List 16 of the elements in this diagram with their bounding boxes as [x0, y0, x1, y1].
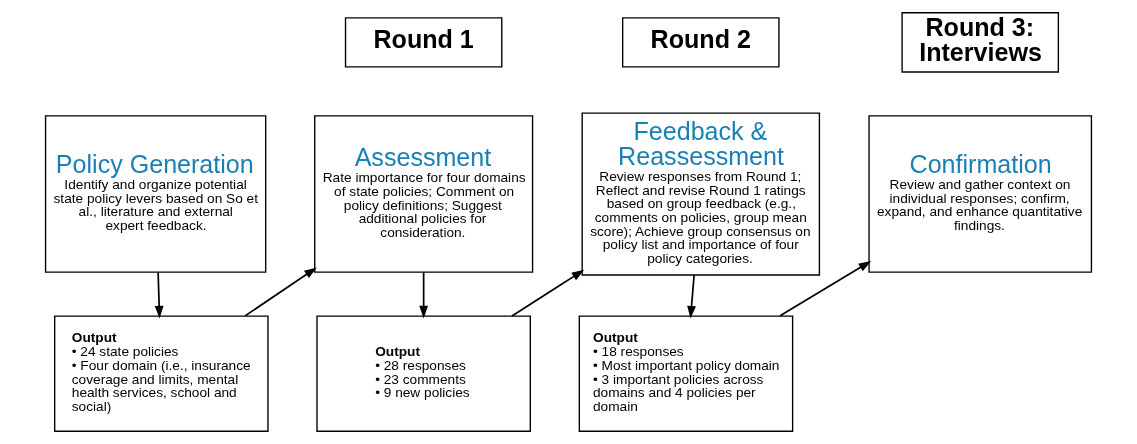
arrow [154, 271, 164, 319]
arrow [779, 260, 872, 317]
node-box: Output • 18 responses • Most important policy domain • 3 important policies across domains and 4 policies per domain [578, 315, 794, 432]
node-box: Round 2 [622, 17, 780, 68]
node-box: Policy Generation Identify and organize potential state policy levers based on So et al., literature and external expert feedback. [44, 115, 267, 273]
node-box: Output • 24 state policies • Four domain (i.e., insurance coverage and limits, mental health services, school and social) [54, 315, 269, 432]
arrow [687, 274, 696, 319]
arrow [244, 267, 317, 317]
node-box: Feedback & Reassessment Review responses from Round 1; Reflect and revise Round 1 ratings based on group feedback (e.g., comments on policies, group mean score); Achieve group consensus on policy list and importance of four policy categories. [581, 112, 821, 276]
node-box: Round 3: Interviews [901, 12, 1060, 73]
node-box: Confirmation Review and gather context on individual responses; confirm, expand, and enhance quantitative findings. [868, 115, 1093, 273]
node-box: Round 1 [344, 17, 503, 68]
node-box: Assessment Rate importance for four domains of state policies; Comment on policy definitions; Suggest additional policies for consideration. [314, 115, 534, 273]
node-box: Output • 28 responses • 23 comments • 9 new policies [316, 315, 531, 432]
arrow [511, 269, 585, 317]
arrow [419, 271, 429, 319]
